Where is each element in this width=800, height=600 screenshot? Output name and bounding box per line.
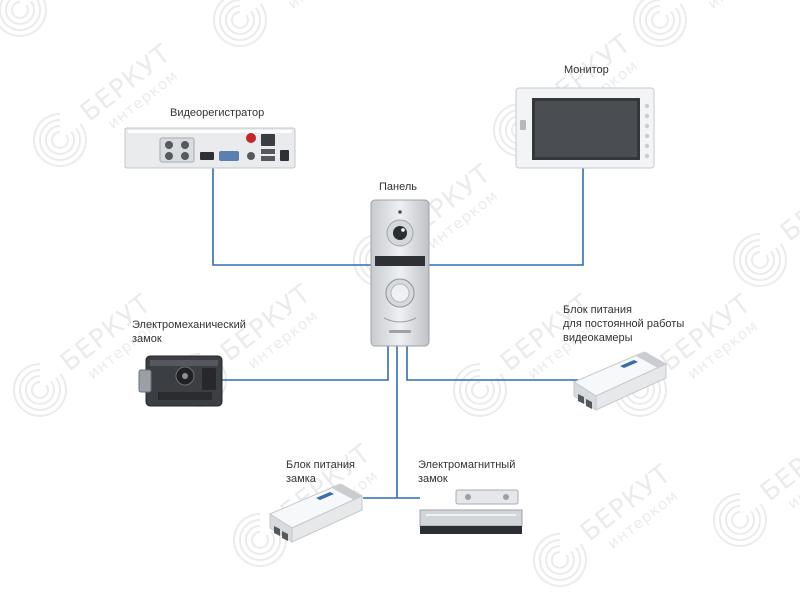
audio-port-icon	[246, 133, 256, 143]
wire-recorder-panel	[212, 168, 372, 266]
hdmi-port-icon	[200, 152, 214, 160]
wire-panel-electromech-lock	[222, 345, 389, 381]
electromechanical-lock-device	[138, 355, 223, 407]
recorder-label: Видеорегистратор	[170, 107, 265, 119]
bnc-connector-group	[159, 137, 195, 163]
panel-label: Панель	[379, 181, 418, 193]
monitor-buttons	[644, 103, 650, 159]
camera-power-supply-label: Блок питания для постоянной работы видео…	[563, 304, 685, 344]
monitor-label: Монитор	[564, 64, 609, 76]
call-panel-device	[370, 199, 430, 347]
camera-power-supply-device	[572, 351, 668, 411]
panel-speaker-grill	[389, 330, 411, 333]
monitor-camera-icon	[520, 120, 526, 130]
electromechanical-lock-label: Электромеханический замок	[132, 319, 246, 345]
power-port-icon	[280, 150, 289, 161]
electromagnetic-lock-label: Электромагнитный замок	[418, 459, 516, 485]
video-recorder-device	[124, 127, 296, 169]
armature-plate	[455, 489, 519, 505]
lock-bolt-icon	[138, 369, 152, 393]
psu-brand-mark	[316, 492, 334, 500]
lan-port-icon	[261, 134, 275, 146]
panel-ir-strip	[375, 256, 425, 266]
vga-port-icon	[219, 151, 239, 161]
wire-panel-camera-psu	[406, 345, 578, 381]
lock-power-supply-device	[268, 483, 364, 543]
lock-power-supply-label: Блок питания замка	[286, 459, 355, 485]
wire-monitor-panel	[428, 168, 584, 266]
electromagnetic-lock-device	[419, 489, 523, 534]
magnet-body	[419, 509, 523, 527]
usb-port-icon	[261, 149, 275, 154]
psu-brand-mark	[620, 360, 638, 368]
monitor-device	[515, 87, 655, 169]
